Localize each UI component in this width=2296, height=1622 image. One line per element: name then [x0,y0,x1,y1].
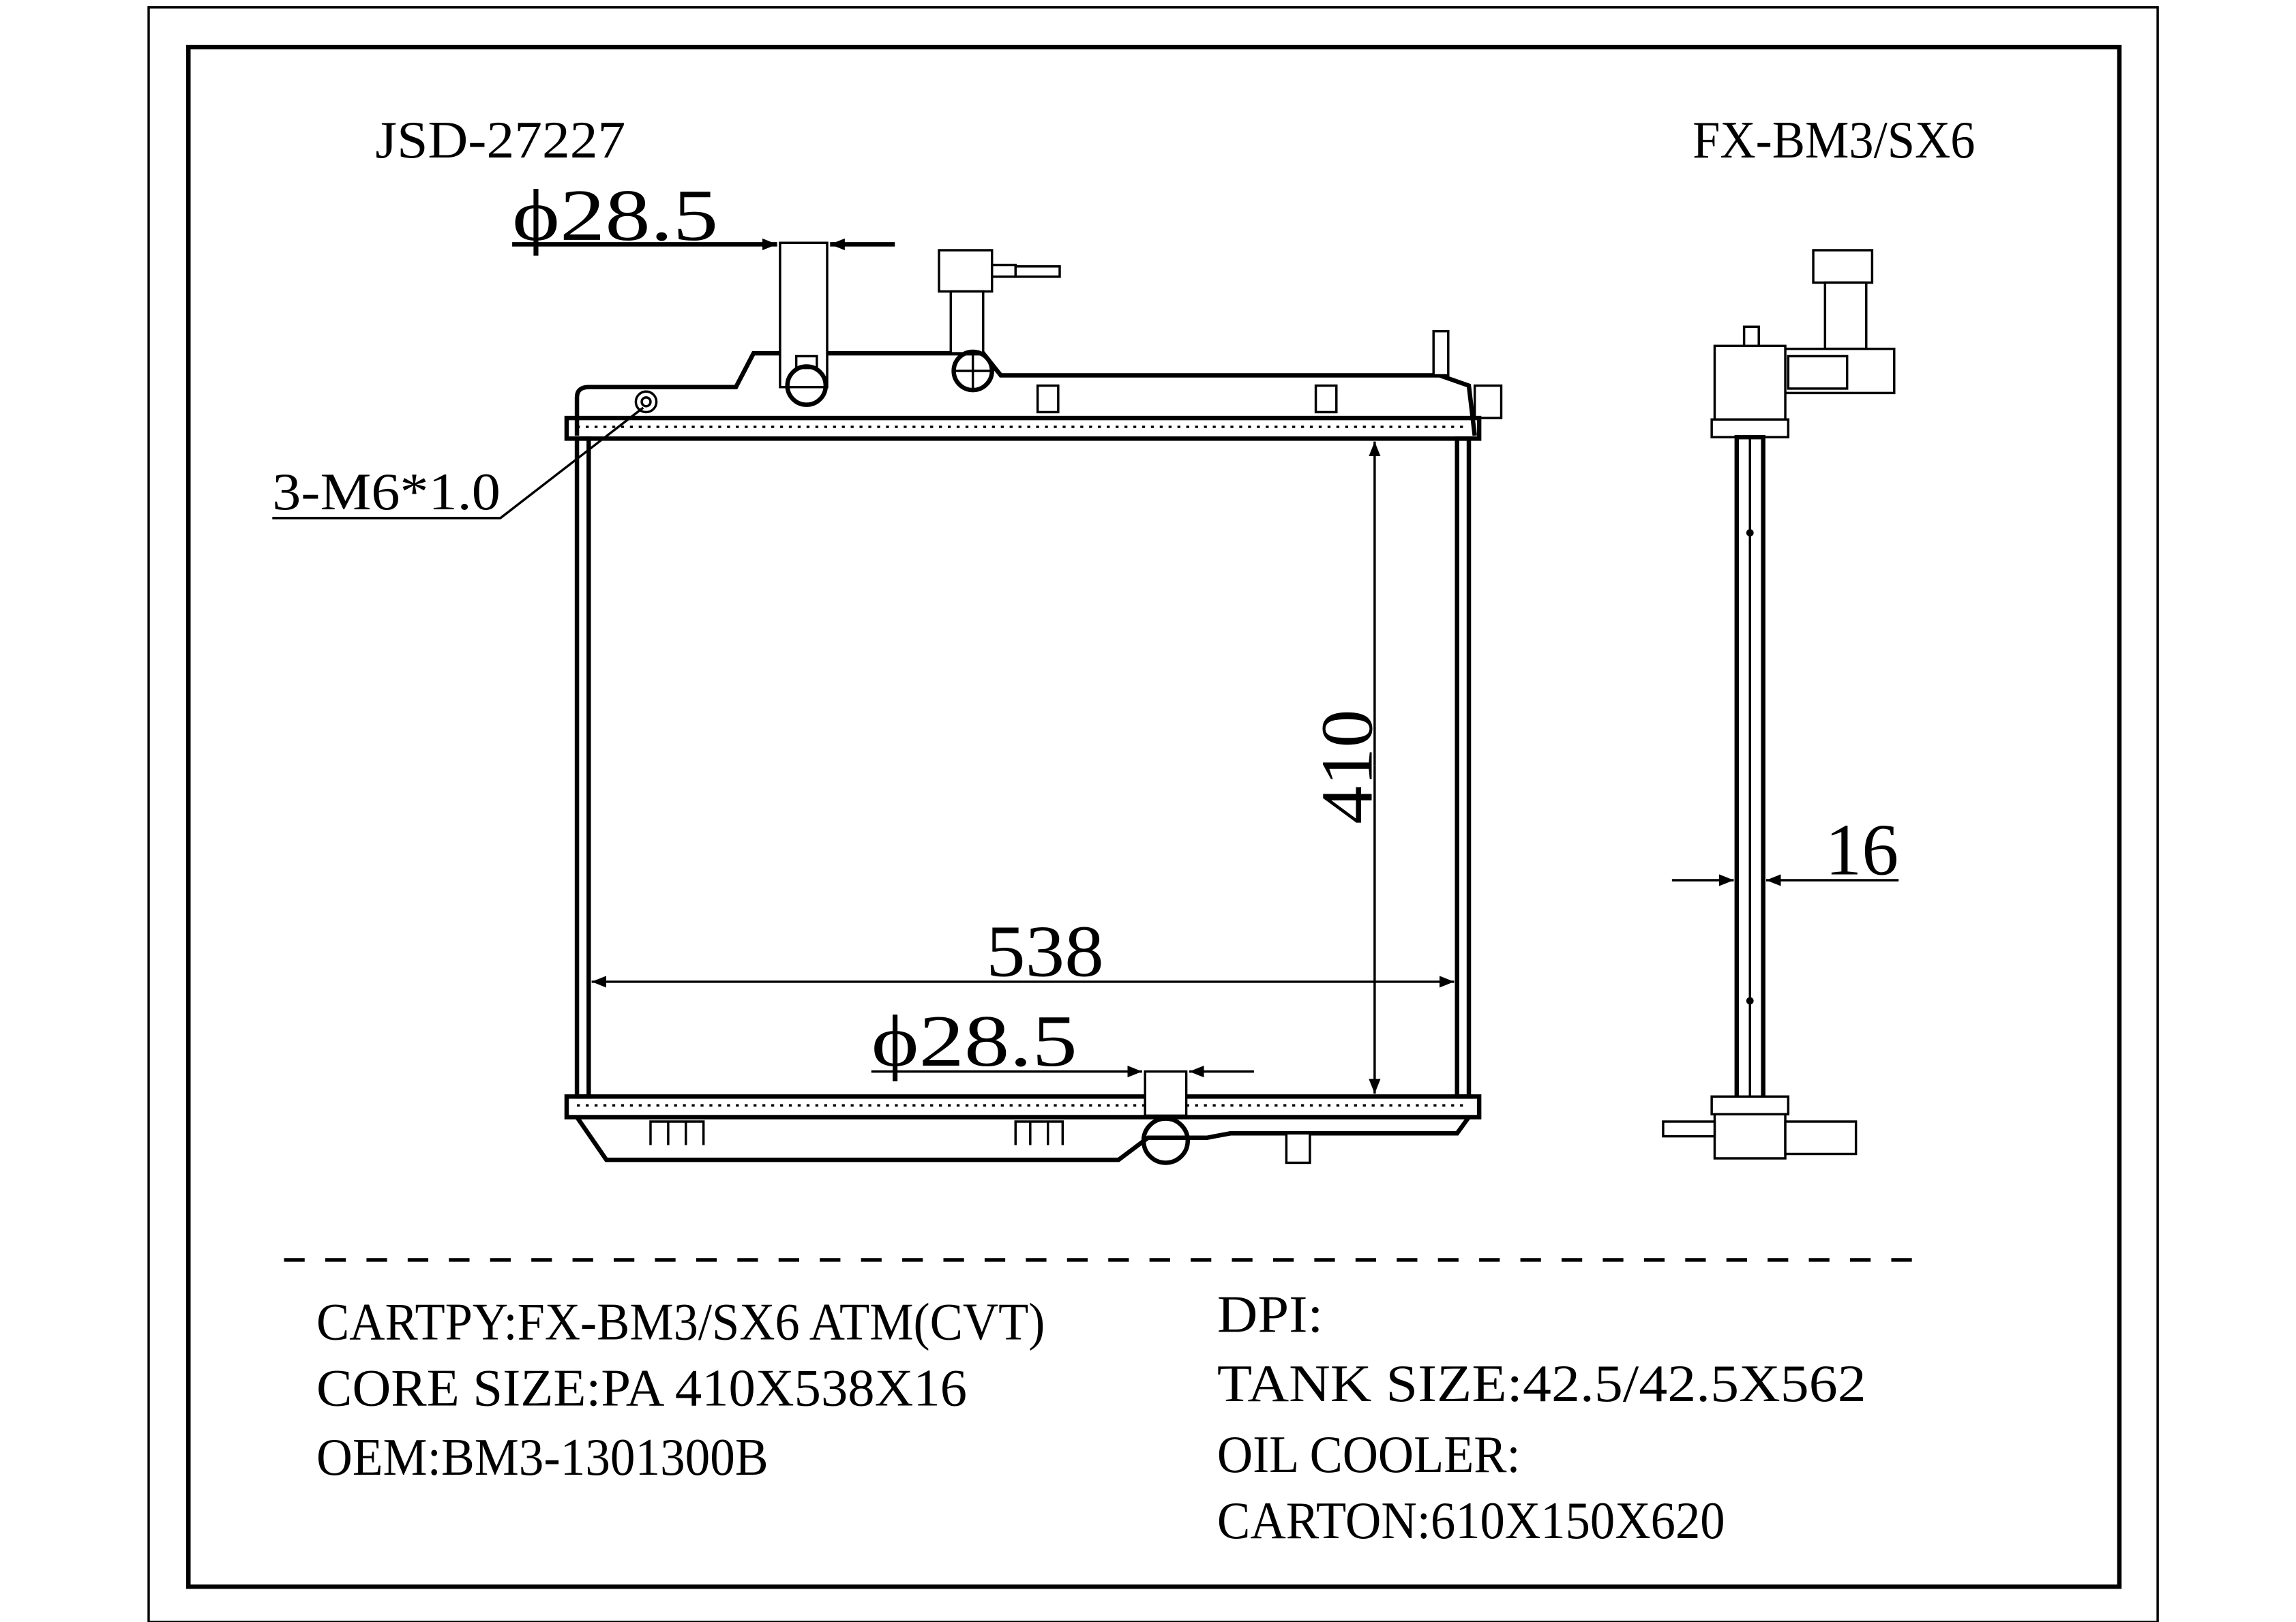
model-label: FX-BM3/SX6 [1693,110,1975,169]
core-height-dim: 410 [1307,710,1388,824]
inner-border [186,44,2122,1589]
core-width-dim: 538 [986,911,1104,992]
thread-note: 3-M6*1.0 [272,462,501,521]
core-thickness-dim: 16 [1825,809,1898,890]
part-number: JSD-27227 [375,110,625,169]
outer-border [147,6,2159,1622]
outlet-diameter-dim: ϕ28.5 [871,1001,1077,1082]
spec-oem: OEM:BM3-1301300B [316,1428,769,1486]
inlet-diameter-dim: ϕ28.5 [512,175,718,256]
spec-tank-size: TANK SIZE:42.5/42.5X562 [1217,1354,1866,1413]
spec-core-size: CORE SIZE:PA 410X538X16 [316,1359,967,1417]
spec-car-type: CARTPY:FX-BM3/SX6 ATM(CVT) [316,1293,1045,1351]
spec-oil-cooler: OIL COOLER: [1217,1425,1521,1484]
side-view [1662,249,1896,1160]
spec-dpi: DPI: [1217,1285,1323,1344]
front-view [564,241,1503,1165]
spec-carton: CARTON:610X150X620 [1217,1491,1725,1550]
